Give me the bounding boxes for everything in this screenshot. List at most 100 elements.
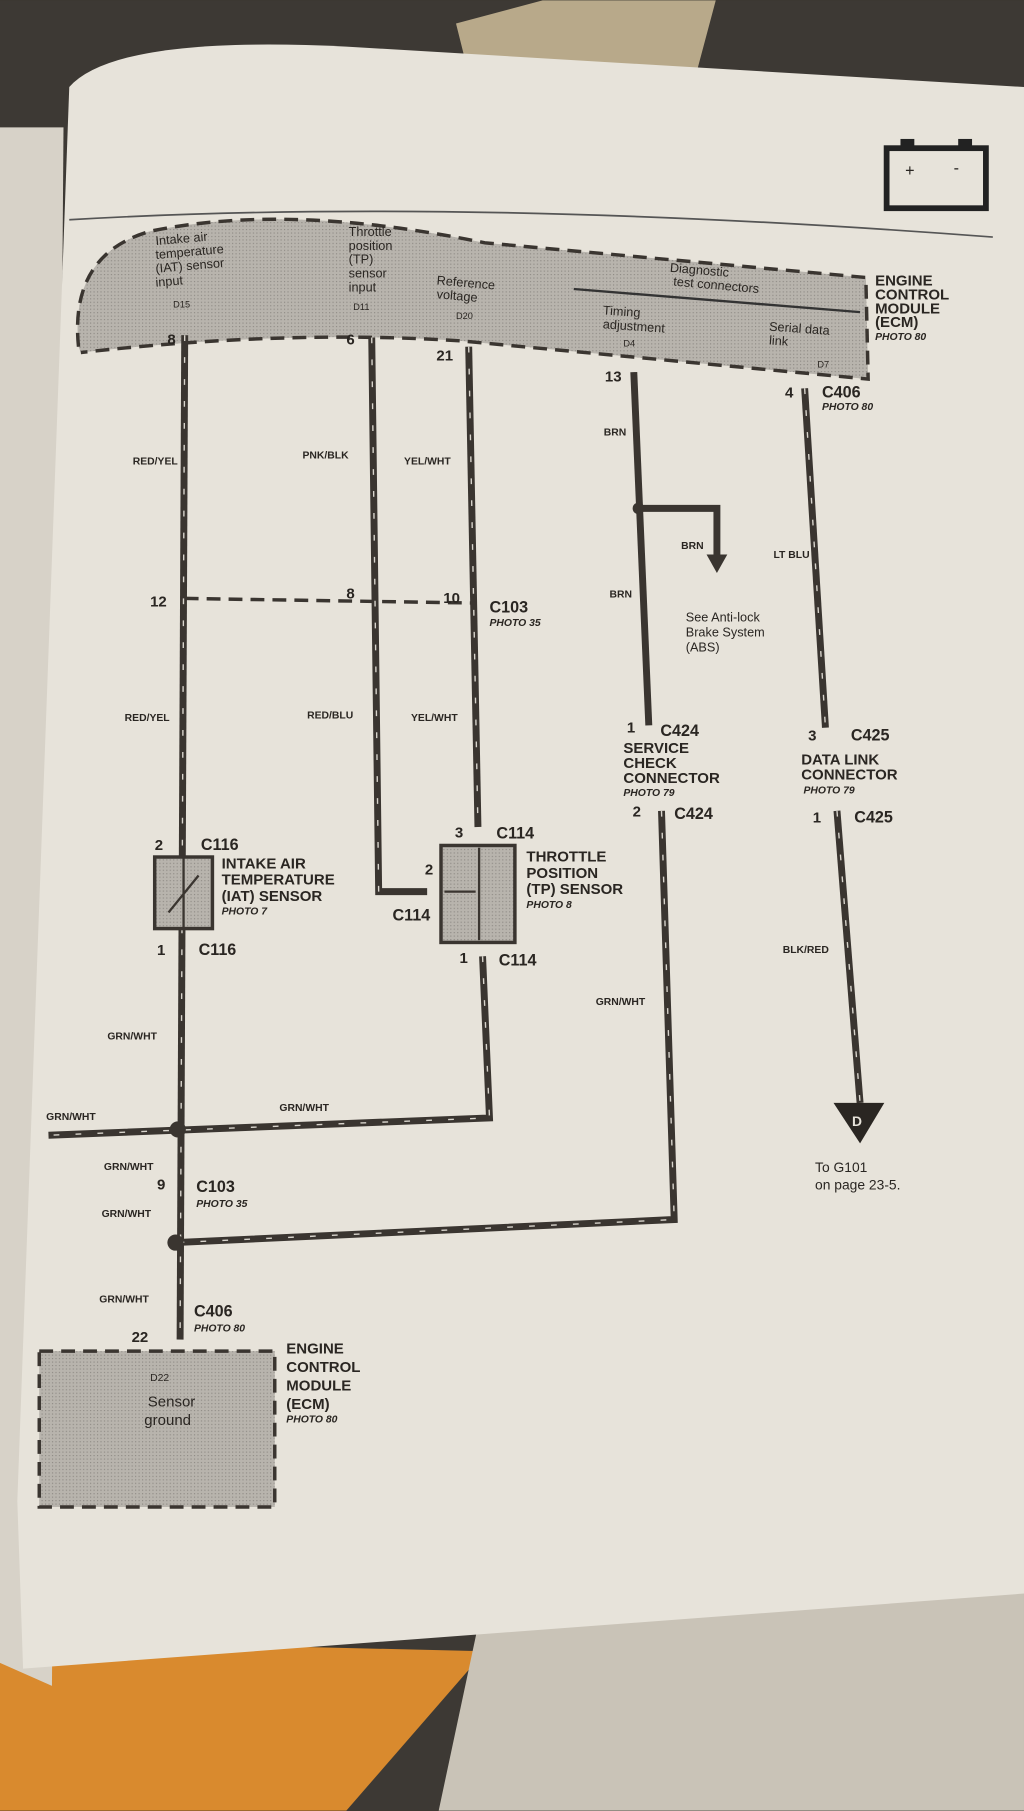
svg-text:Serial data: Serial data <box>769 320 831 338</box>
svg-text:2: 2 <box>155 837 163 854</box>
service-check-connector: 1 C424 SERVICE CHECK CONNECTOR PHOTO 79 … <box>623 719 720 823</box>
svg-text:MODULE: MODULE <box>875 300 940 317</box>
svg-text:(ECM): (ECM) <box>875 314 918 331</box>
svg-text:PHOTO 80: PHOTO 80 <box>875 332 926 343</box>
svg-text:RED/YEL: RED/YEL <box>133 456 179 467</box>
svg-text:ground: ground <box>144 1412 191 1429</box>
svg-text:Sensor: Sensor <box>148 1394 196 1411</box>
svg-text:D7: D7 <box>817 360 829 370</box>
svg-text:CHECK: CHECK <box>623 755 677 772</box>
paper-under <box>438 1570 1024 1811</box>
svg-text:input: input <box>155 273 184 289</box>
wires <box>48 335 864 1340</box>
envelope <box>0 1639 485 1811</box>
svg-text:22: 22 <box>132 1329 149 1346</box>
svg-text:C424: C424 <box>660 722 699 740</box>
svg-text:C425: C425 <box>854 808 893 826</box>
svg-text:8: 8 <box>167 331 175 348</box>
svg-text:GRN/WHT: GRN/WHT <box>107 1031 157 1042</box>
svg-text:C114: C114 <box>499 952 537 970</box>
svg-text:Throttle: Throttle <box>349 225 392 239</box>
svg-text:PHOTO 80: PHOTO 80 <box>194 1323 245 1334</box>
svg-text:(IAT) SENSOR: (IAT) SENSOR <box>222 888 323 905</box>
svg-text:MODULE: MODULE <box>286 1377 351 1394</box>
svg-text:C114: C114 <box>393 907 431 925</box>
svg-text:+: + <box>905 162 914 180</box>
terminal-reference-voltage: Reference voltage D20 21 <box>436 273 496 364</box>
svg-text:voltage: voltage <box>436 287 478 305</box>
svg-text:D22: D22 <box>150 1373 169 1384</box>
svg-text:ENGINE: ENGINE <box>286 1340 344 1357</box>
abs-reference: See Anti-lock Brake System (ABS) <box>686 611 765 655</box>
svg-text:C116: C116 <box>199 941 237 959</box>
terminal-serial-data-link: Serial data link D7 4 C406 PHOTO 80 <box>769 320 874 414</box>
svg-text:2: 2 <box>425 861 433 878</box>
svg-text:GRN/WHT: GRN/WHT <box>104 1162 154 1173</box>
svg-text:13: 13 <box>605 368 622 385</box>
svg-text:9: 9 <box>157 1176 165 1193</box>
svg-text:C103: C103 <box>196 1178 235 1196</box>
svg-text:12: 12 <box>150 593 167 610</box>
terminal-timing-adjustment: Timing adjustment D4 13 <box>602 303 665 385</box>
c103-connector: 12 8 10 C103 PHOTO 35 9 C103 PHOTO 35 <box>150 585 541 1209</box>
svg-text:RED/BLU: RED/BLU <box>307 710 353 721</box>
svg-text:input: input <box>349 280 377 294</box>
battery-icon: +- <box>883 138 989 212</box>
svg-text:(ABS): (ABS) <box>686 641 720 655</box>
svg-text:PHOTO 8: PHOTO 8 <box>526 900 572 911</box>
svg-text:C116: C116 <box>201 836 239 854</box>
svg-text:PHOTO 79: PHOTO 79 <box>803 786 854 797</box>
svg-text:CONNECTOR: CONNECTOR <box>801 767 898 784</box>
svg-text:POSITION: POSITION <box>526 865 598 882</box>
svg-text:INTAKE AIR: INTAKE AIR <box>222 856 306 873</box>
svg-text:YEL/WHT: YEL/WHT <box>411 713 458 724</box>
svg-text:C103: C103 <box>489 598 528 616</box>
svg-text:8: 8 <box>346 585 354 602</box>
ecm-top-label: ENGINE CONTROL MODULE (ECM) PHOTO 80 <box>875 273 949 343</box>
svg-text:21: 21 <box>436 348 453 365</box>
svg-text:-: - <box>954 160 959 178</box>
terminal-iat-input: Intake air temperature (IAT) sensor inpu… <box>155 230 226 349</box>
iat-sensor: 2 C116 INTAKE AIR TEMPERATURE (IAT) SENS… <box>152 836 335 959</box>
svg-text:1: 1 <box>813 809 821 826</box>
svg-text:PHOTO 35: PHOTO 35 <box>196 1199 247 1210</box>
svg-text:TEMPERATURE: TEMPERATURE <box>222 872 335 889</box>
svg-text:RED/YEL: RED/YEL <box>125 713 171 724</box>
svg-text:1: 1 <box>627 719 635 736</box>
svg-text:Intake air: Intake air <box>155 230 209 249</box>
svg-text:CONTROL: CONTROL <box>875 286 949 303</box>
svg-text:CONNECTOR: CONNECTOR <box>623 770 720 787</box>
svg-text:4: 4 <box>785 385 794 402</box>
svg-text:Timing: Timing <box>602 303 640 320</box>
svg-text:YEL/WHT: YEL/WHT <box>404 456 451 467</box>
svg-text:Diagnostic: Diagnostic <box>669 261 730 280</box>
svg-text:To G101: To G101 <box>815 1159 868 1175</box>
ground-reference-d: D To G101 on page 23-5. <box>815 1102 900 1192</box>
svg-text:ENGINE: ENGINE <box>875 273 933 290</box>
svg-text:sensor: sensor <box>349 266 388 280</box>
svg-text:BRN: BRN <box>610 589 632 600</box>
svg-text:1: 1 <box>459 950 467 967</box>
svg-text:PHOTO 7: PHOTO 7 <box>222 907 269 918</box>
svg-text:BLK/RED: BLK/RED <box>783 945 830 956</box>
svg-text:GRN/WHT: GRN/WHT <box>46 1112 96 1123</box>
svg-text:C406: C406 <box>822 384 861 402</box>
svg-text:BRN: BRN <box>604 428 626 439</box>
ecm-top-box <box>75 217 870 381</box>
svg-text:SERVICE: SERVICE <box>623 740 689 757</box>
svg-text:LT BLU: LT BLU <box>773 550 809 561</box>
svg-text:1: 1 <box>157 942 165 959</box>
svg-text:2: 2 <box>633 804 641 821</box>
svg-text:3: 3 <box>808 727 816 744</box>
svg-text:THROTTLE: THROTTLE <box>526 849 606 866</box>
ground-arrow-icon <box>833 1102 885 1144</box>
svg-text:(IAT) sensor: (IAT) sensor <box>155 256 226 276</box>
data-link-connector: 3 C425 DATA LINK CONNECTOR PHOTO 79 1 C4… <box>801 726 898 826</box>
svg-text:D: D <box>852 1113 862 1129</box>
terminal-tp-input: Throttle position (TP) sensor input D11 … <box>346 225 392 349</box>
svg-text:6: 6 <box>346 331 354 348</box>
svg-text:Reference: Reference <box>436 273 496 292</box>
svg-text:CONTROL: CONTROL <box>286 1359 360 1376</box>
svg-text:D4: D4 <box>623 339 635 349</box>
svg-text:GRN/WHT: GRN/WHT <box>596 997 646 1008</box>
